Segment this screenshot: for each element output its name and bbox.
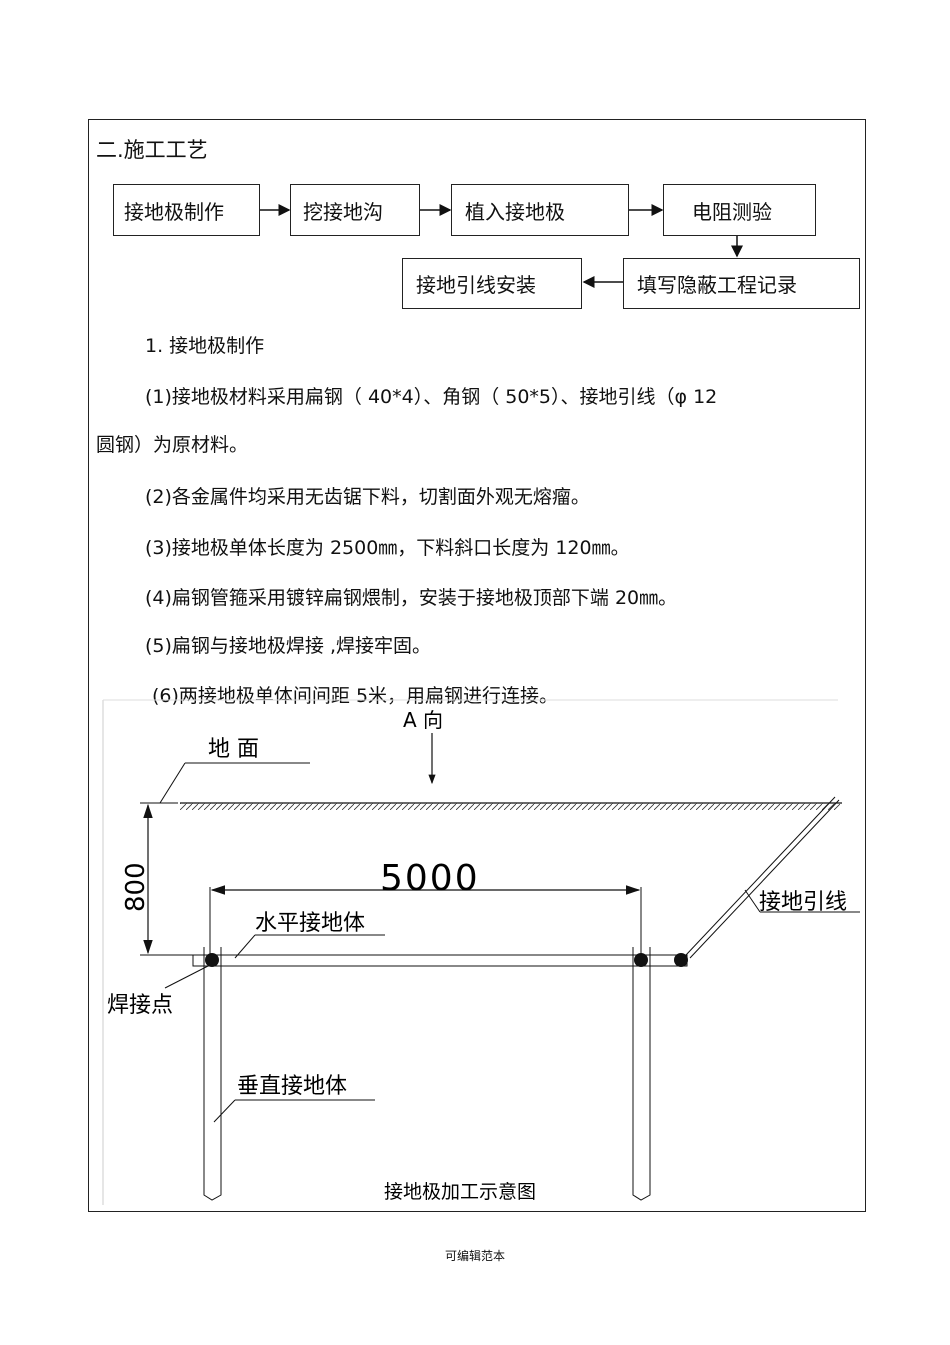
ground-label: 地 面 [208, 737, 259, 762]
lead-label-leader [744, 889, 761, 913]
flow-step-1-label: 接地极制作 [124, 199, 224, 224]
flow-step-5-label: 填写隐蔽工程记录 [637, 273, 797, 297]
vertical-electrode-left [203, 947, 222, 1201]
footer-text: 可编辑范本 [444, 1249, 505, 1263]
item-1-line-1: (1)接地极材料采用扁钢（ 40*4）、角钢（ 50*5）、接地引线（φ 12 [145, 386, 718, 408]
flow-step-6: 接地引线安装 [402, 258, 582, 309]
flow-step-3-label: 植入接地极 [465, 199, 565, 224]
item-2: (2)各金属件均采用无齿锯下料，切割面外观无熔瘤。 [145, 486, 590, 508]
item-3: (3)接地极单体长度为 2500㎜，下料斜口长度为 120㎜。 [145, 537, 630, 559]
flow-step-2: 挖接地沟 [290, 184, 420, 236]
item-4: (4)扁钢管箍采用镀锌扁钢煨制，安装于接地极顶部下端 20㎜。 [145, 587, 678, 609]
flow-step-4-label: 电阻测验 [692, 199, 772, 224]
vertical-label: 垂直接地体 [237, 1074, 347, 1099]
depth-label: 800 [121, 862, 151, 912]
subsection-title: 1. 接地极制作 [145, 335, 265, 357]
flow-step-1: 接地极制作 [113, 184, 260, 236]
weld-point-right [634, 953, 648, 967]
lead-label: 接地引线 [759, 890, 847, 915]
weld-point-left [205, 953, 219, 967]
lead-wire-a [685, 796, 836, 956]
vertical-label-leader [213, 1099, 236, 1123]
ground-label-leader [159, 762, 186, 804]
item-6: (6)两接地极单体间间距 5米，用扁钢进行连接。 [152, 685, 559, 707]
flow-step-4: 电阻测验 [663, 184, 816, 236]
horizontal-label: 水平接地体 [255, 911, 365, 936]
section-heading: 二.施工工艺 [96, 138, 208, 162]
horizontal-label-leader [234, 934, 256, 959]
flow-step-2-label: 挖接地沟 [303, 199, 383, 224]
item-5: (5)扁钢与接地极焊接 ,焊接牢固。 [145, 635, 431, 657]
horizontal-ground-body [192, 954, 688, 967]
flow-step-5: 填写隐蔽工程记录 [623, 258, 860, 309]
lead-wire-b [689, 799, 840, 959]
spacing-label: 5000 [380, 858, 480, 899]
flow-step-6-label: 接地引线安装 [416, 273, 536, 297]
weld-label-leader [164, 965, 209, 989]
flowchart-arrows [260, 204, 743, 288]
weld-point-lead [674, 953, 688, 967]
weld-label: 焊接点 [107, 993, 173, 1018]
item-1-line-2: 圆钢）为原材料。 [96, 434, 249, 456]
flow-step-3: 植入接地极 [451, 184, 629, 236]
ground-hatch [180, 803, 840, 810]
vertical-electrode-right [632, 947, 651, 1201]
diagram-caption: 接地极加工示意图 [384, 1181, 536, 1203]
document-frame [88, 119, 866, 1212]
direction-label: A 向 [403, 708, 443, 732]
